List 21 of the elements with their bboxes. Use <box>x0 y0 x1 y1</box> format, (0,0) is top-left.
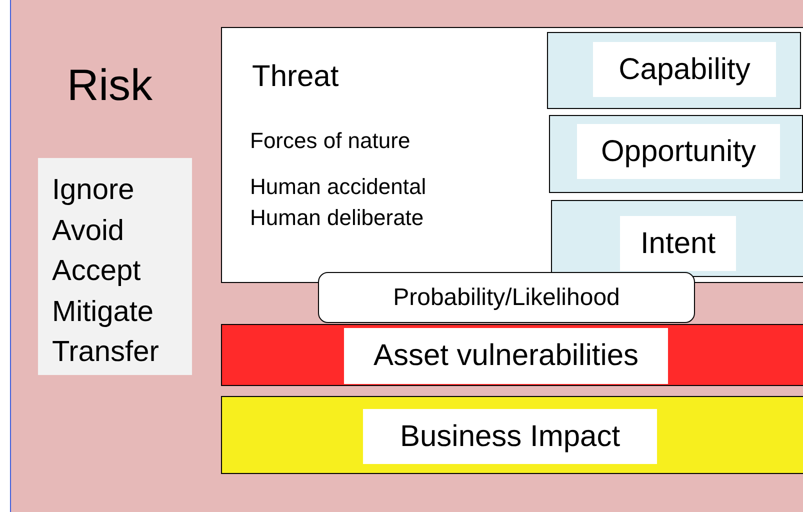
threat-source: Forces of nature <box>250 130 410 152</box>
factor-label: Asset vulnerabilities <box>344 328 668 384</box>
threat-source: Human deliberate <box>250 207 424 229</box>
factor-box <box>547 32 801 109</box>
options-box <box>38 158 192 375</box>
impact-band <box>221 396 803 474</box>
factor-box <box>551 200 803 277</box>
probability-box <box>318 272 695 323</box>
vulnerability-band <box>221 324 803 386</box>
factor-label: Probability/Likelihood <box>392 282 621 312</box>
factor-label: Capability <box>593 42 776 97</box>
risk-title: Risk <box>67 64 153 108</box>
option-list: Ignore Avoid Accept Mitigate Transfer <box>52 170 182 372</box>
factor-label: Business Impact <box>363 409 657 464</box>
factor-box <box>549 115 803 193</box>
threat-heading: Threat <box>252 62 339 92</box>
factor-label: Intent <box>620 216 736 271</box>
risk-panel <box>10 0 803 512</box>
factor-label: Opportunity <box>577 124 780 179</box>
threat-source: Human accidental <box>250 176 426 198</box>
threat-box <box>221 27 803 283</box>
